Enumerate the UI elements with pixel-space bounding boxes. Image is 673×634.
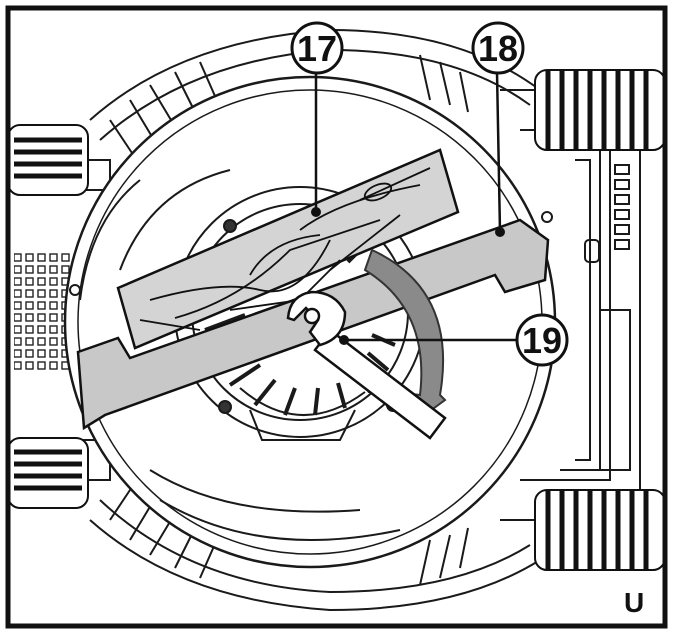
callout-17: 17 xyxy=(290,21,344,75)
callout-circle-17 xyxy=(290,21,344,75)
callout-label-18: 18 xyxy=(478,28,518,69)
figure-letter: U xyxy=(624,587,644,618)
figure-frame xyxy=(5,5,668,629)
callout-label-19: 19 xyxy=(522,320,562,361)
callout-label-17: 17 xyxy=(297,28,337,69)
callout-circle-18 xyxy=(471,21,525,75)
wheels xyxy=(8,69,665,571)
leader-dot-17 xyxy=(311,207,321,217)
leader-lines xyxy=(314,71,517,342)
wheel-top-right xyxy=(534,69,665,151)
callout-19: 19 xyxy=(515,313,569,367)
wheel-bottom-right xyxy=(534,489,665,571)
leader-dot-18 xyxy=(495,227,505,237)
wheel-top-left xyxy=(8,124,89,196)
wrench xyxy=(286,290,447,440)
callout-circle-19 xyxy=(515,313,569,367)
callout-18: 18 xyxy=(471,21,525,75)
leader-line-18 xyxy=(495,71,502,233)
vent-grille xyxy=(14,250,72,370)
leader-dot-19 xyxy=(339,335,349,345)
wheel-bottom-left xyxy=(8,437,89,509)
